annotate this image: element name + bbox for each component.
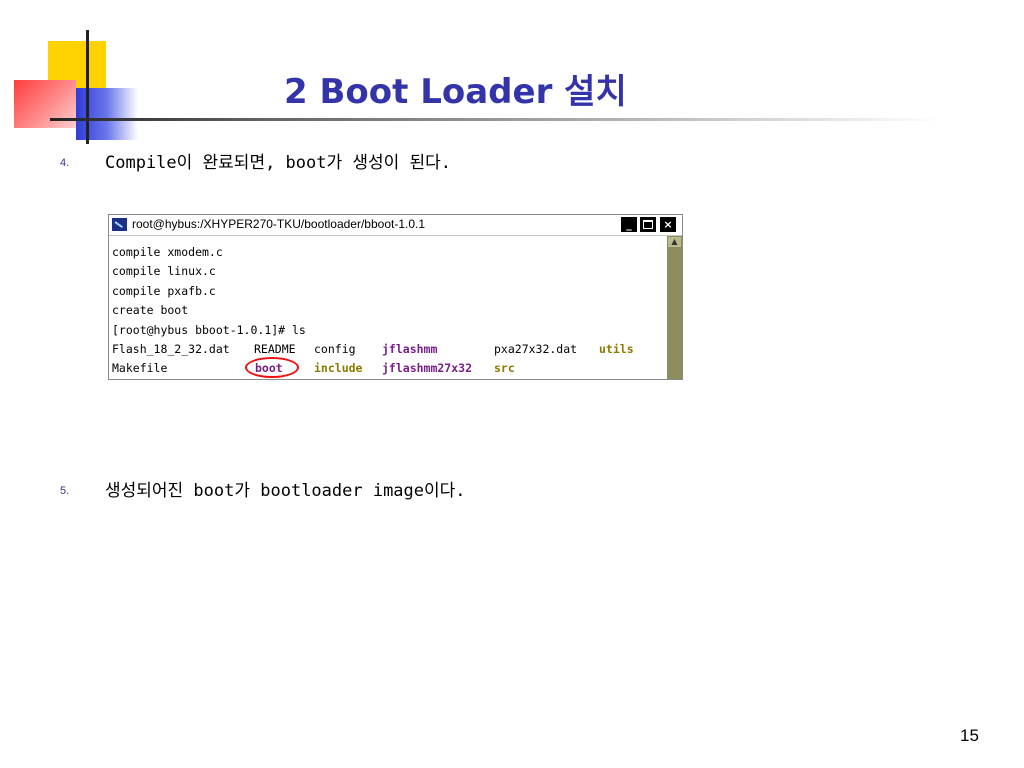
minimize-button[interactable]: _: [621, 217, 637, 232]
terminal-line: compile linux.c: [112, 264, 216, 279]
ls-entry: Makefile: [112, 361, 168, 376]
maximize-icon: [643, 220, 653, 229]
item-number: 4.: [60, 157, 70, 169]
terminal-line: create boot: [112, 303, 189, 318]
terminal-line: compile xmodem.c: [112, 245, 223, 259]
terminal-titlebar: root@hybus:/XHYPER270-TKU/bootloader/bbo…: [109, 215, 682, 236]
terminal-line: compile pxafb.c: [112, 283, 216, 298]
ls-row: Makefile boot include jflashmm27x32 src: [112, 357, 664, 379]
item-text: 생성되어진 boot가 bootloader image이다.: [105, 481, 466, 501]
item-text: Compile이 완료되면, boot가 생성이 된다.: [105, 153, 452, 173]
decor-vertical-line: [86, 30, 89, 144]
maximize-button[interactable]: [640, 217, 656, 232]
ls-entry-executable: jflashmm27x32: [382, 361, 473, 376]
close-button[interactable]: ×: [660, 217, 676, 232]
title-underline: [50, 118, 940, 121]
ls-row: Flash_18_2_32.dat README config jflashmm…: [112, 340, 664, 359]
slide-title: 2 Boot Loader 설치: [284, 72, 627, 112]
ls-entry-directory: src: [494, 361, 515, 376]
scroll-up-icon[interactable]: ▲: [668, 237, 681, 247]
terminal-title: root@hybus:/XHYPER270-TKU/bootloader/bbo…: [132, 217, 426, 231]
terminal-scrollbar[interactable]: [667, 236, 682, 379]
ls-entry: README: [254, 341, 296, 356]
terminal-icon: [112, 218, 127, 231]
ls-entry-directory: utils: [599, 341, 634, 356]
ls-entry: config: [314, 341, 356, 356]
terminal-line: [root@hybus bboot-1.0.1]# ls: [112, 322, 306, 337]
terminal-output: compile xmodem.c compile linux.c compile…: [112, 243, 664, 379]
item-number: 5.: [60, 485, 70, 497]
ls-entry-directory: include: [314, 361, 363, 376]
ls-entry: Flash_18_2_32.dat: [112, 341, 230, 356]
ls-entry-executable: jflashmm: [382, 341, 438, 356]
highlight-circle: [245, 357, 299, 379]
page-number: 15: [960, 726, 979, 745]
ls-entry: pxa27x32.dat: [494, 341, 578, 356]
terminal-screenshot: root@hybus:/XHYPER270-TKU/bootloader/bbo…: [108, 214, 683, 380]
